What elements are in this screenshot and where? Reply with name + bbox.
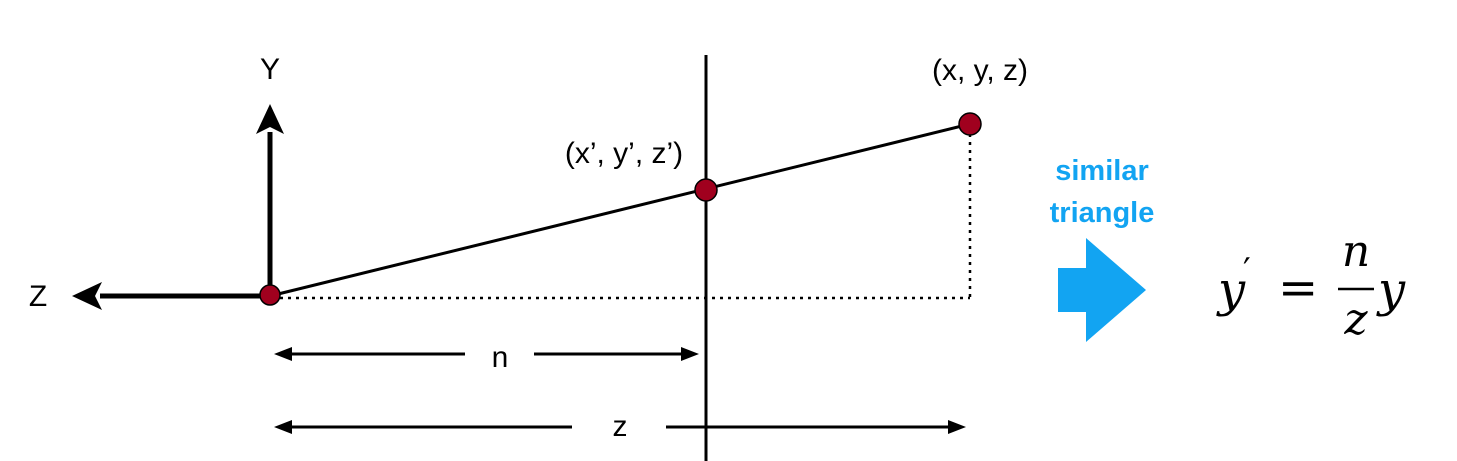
origin-point (259, 284, 281, 306)
equation-equals: = (1278, 260, 1318, 316)
equation: y ′ = n z y (1216, 226, 1406, 345)
equation-numerator: n (1342, 226, 1370, 277)
far-point-label: (x, y, z) (932, 54, 1028, 87)
equation-lhs: y (1216, 262, 1246, 318)
callout-line-1: similar (1055, 155, 1149, 187)
z-axis-label: Z (29, 280, 47, 313)
equation-rhs: y (1376, 262, 1406, 318)
implies-arrow-icon (1058, 238, 1146, 342)
projection-ray (269, 122, 971, 298)
far-point (958, 112, 982, 136)
n-distance-arrow (274, 347, 699, 361)
equation-prime: ′ (1243, 251, 1251, 291)
y-axis-label: Y (260, 53, 280, 86)
projected-point-label: (x’, y’, z’) (565, 137, 683, 170)
callout-line-2: triangle (1050, 197, 1155, 229)
y-axis-arrow (256, 104, 284, 296)
z-axis-arrow (72, 282, 270, 310)
z-distance-label: z (613, 410, 628, 443)
equation-denominator: z (1343, 294, 1368, 345)
projected-point (694, 178, 718, 202)
n-distance-label: n (492, 341, 509, 374)
z-distance-arrow (274, 420, 966, 434)
